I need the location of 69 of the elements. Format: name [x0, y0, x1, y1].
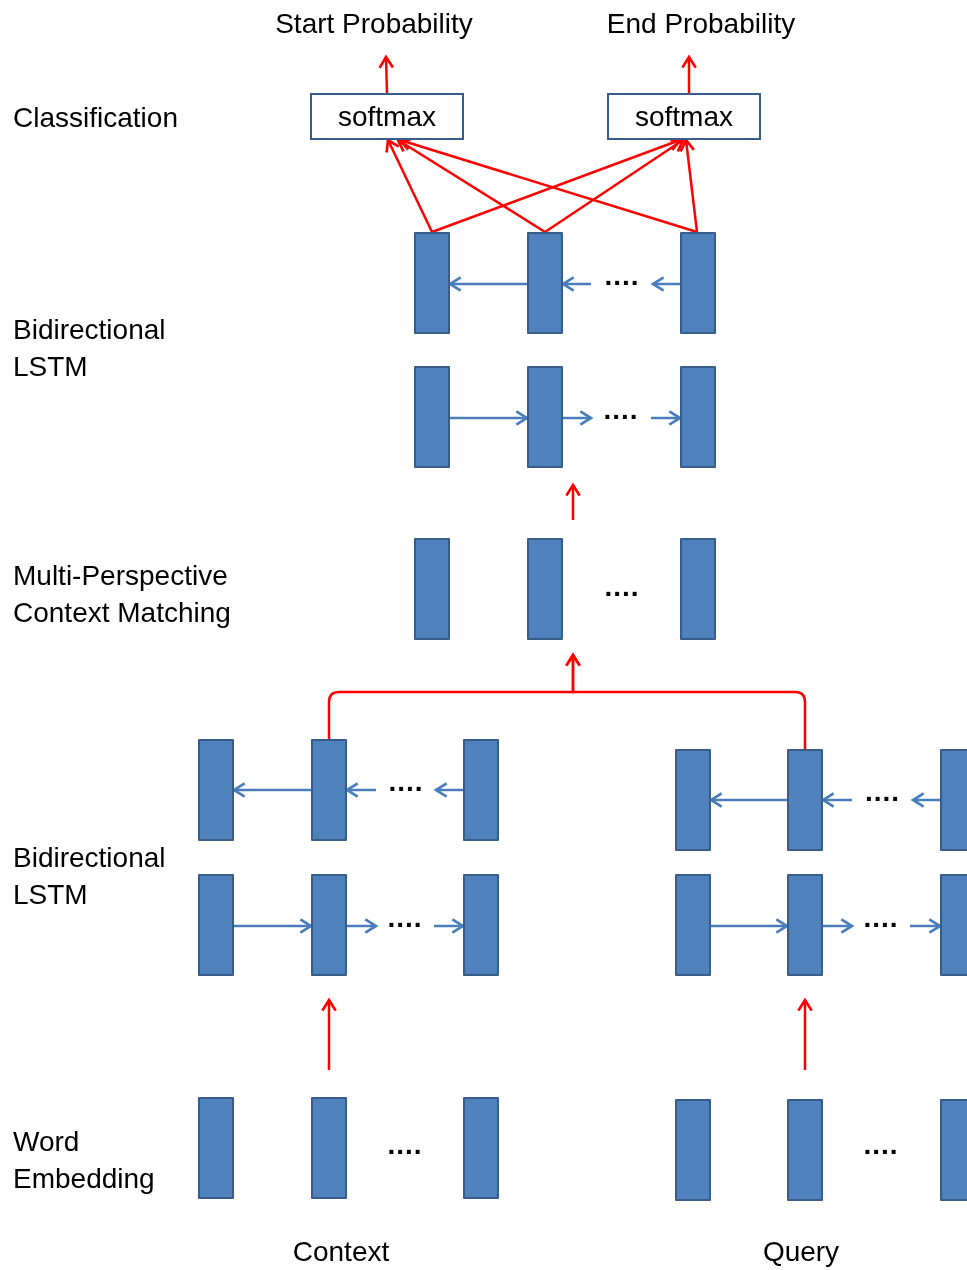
vector-bar: [675, 1099, 711, 1201]
arrow: [910, 918, 942, 934]
vector-bar: [680, 232, 716, 334]
layer-label: Bidirectional LSTM: [13, 313, 167, 384]
ellipsis: ....: [852, 778, 913, 806]
softmax-box: softmax: [310, 93, 464, 140]
arrow: [434, 918, 465, 934]
arrow: [321, 998, 337, 1070]
arrow: [681, 55, 697, 93]
vector-bar: [198, 739, 234, 841]
vector-bar: [787, 1099, 823, 1201]
vector-bar: [198, 1097, 234, 1199]
layer-label: Multi-Perspective Context Matching: [13, 559, 232, 630]
ellipsis: ....: [591, 262, 653, 290]
layer-label: Classification: [13, 101, 178, 135]
ellipsis: ....: [591, 396, 651, 424]
vector-bar: [680, 538, 716, 640]
vector-bar: [787, 874, 823, 976]
softmax-box: softmax: [607, 93, 761, 140]
arrow: [651, 276, 680, 292]
vector-bar: [787, 749, 823, 851]
arrow: [378, 55, 395, 94]
arrow: [823, 918, 854, 934]
ellipsis: ....: [376, 904, 434, 932]
vector-bar: [940, 874, 967, 976]
arrow: [711, 918, 789, 934]
arrow: [234, 918, 313, 934]
ellipsis: ....: [852, 904, 910, 932]
vector-bar: [414, 366, 450, 468]
layer-label: Bidirectional LSTM: [13, 841, 167, 912]
vector-bar: [198, 874, 234, 976]
vector-bar: [527, 366, 563, 468]
arrow: [544, 138, 685, 234]
vector-bar: [311, 739, 347, 841]
output-label: End Probability: [581, 5, 821, 57]
arrow: [385, 138, 434, 233]
vector-bar: [463, 1097, 499, 1199]
arrow: [434, 782, 463, 798]
vector-bar: [675, 749, 711, 851]
ellipsis: ....: [604, 573, 640, 601]
arrow: [563, 410, 593, 426]
vector-bar: [940, 1099, 967, 1201]
vector-bar: [463, 739, 499, 841]
vector-bar: [414, 232, 450, 334]
arrow: [651, 410, 682, 426]
input-label: Context: [292, 1235, 390, 1269]
vector-bar: [527, 232, 563, 334]
output-label: Start Probability: [254, 5, 494, 57]
vector-bar: [680, 366, 716, 468]
arrow: [347, 918, 378, 934]
arrow: [396, 138, 546, 234]
arrow: [450, 410, 529, 426]
vector-bar: [311, 874, 347, 976]
arrow: [565, 653, 807, 749]
vector-bar: [675, 874, 711, 976]
arrow: [911, 792, 940, 808]
layer-label: Word Embedding: [13, 1125, 156, 1196]
input-label: Query: [762, 1235, 840, 1269]
vector-bar: [527, 538, 563, 640]
vector-bar: [414, 538, 450, 640]
vector-bar: [311, 1097, 347, 1199]
arrow: [797, 998, 813, 1070]
ellipsis: ....: [387, 1131, 423, 1159]
vector-bar: [940, 749, 967, 851]
vector-bar: [463, 874, 499, 976]
arrow: [679, 138, 699, 233]
arrow: [565, 483, 581, 520]
ellipsis: ....: [863, 1131, 899, 1159]
ellipsis: ....: [376, 768, 436, 796]
